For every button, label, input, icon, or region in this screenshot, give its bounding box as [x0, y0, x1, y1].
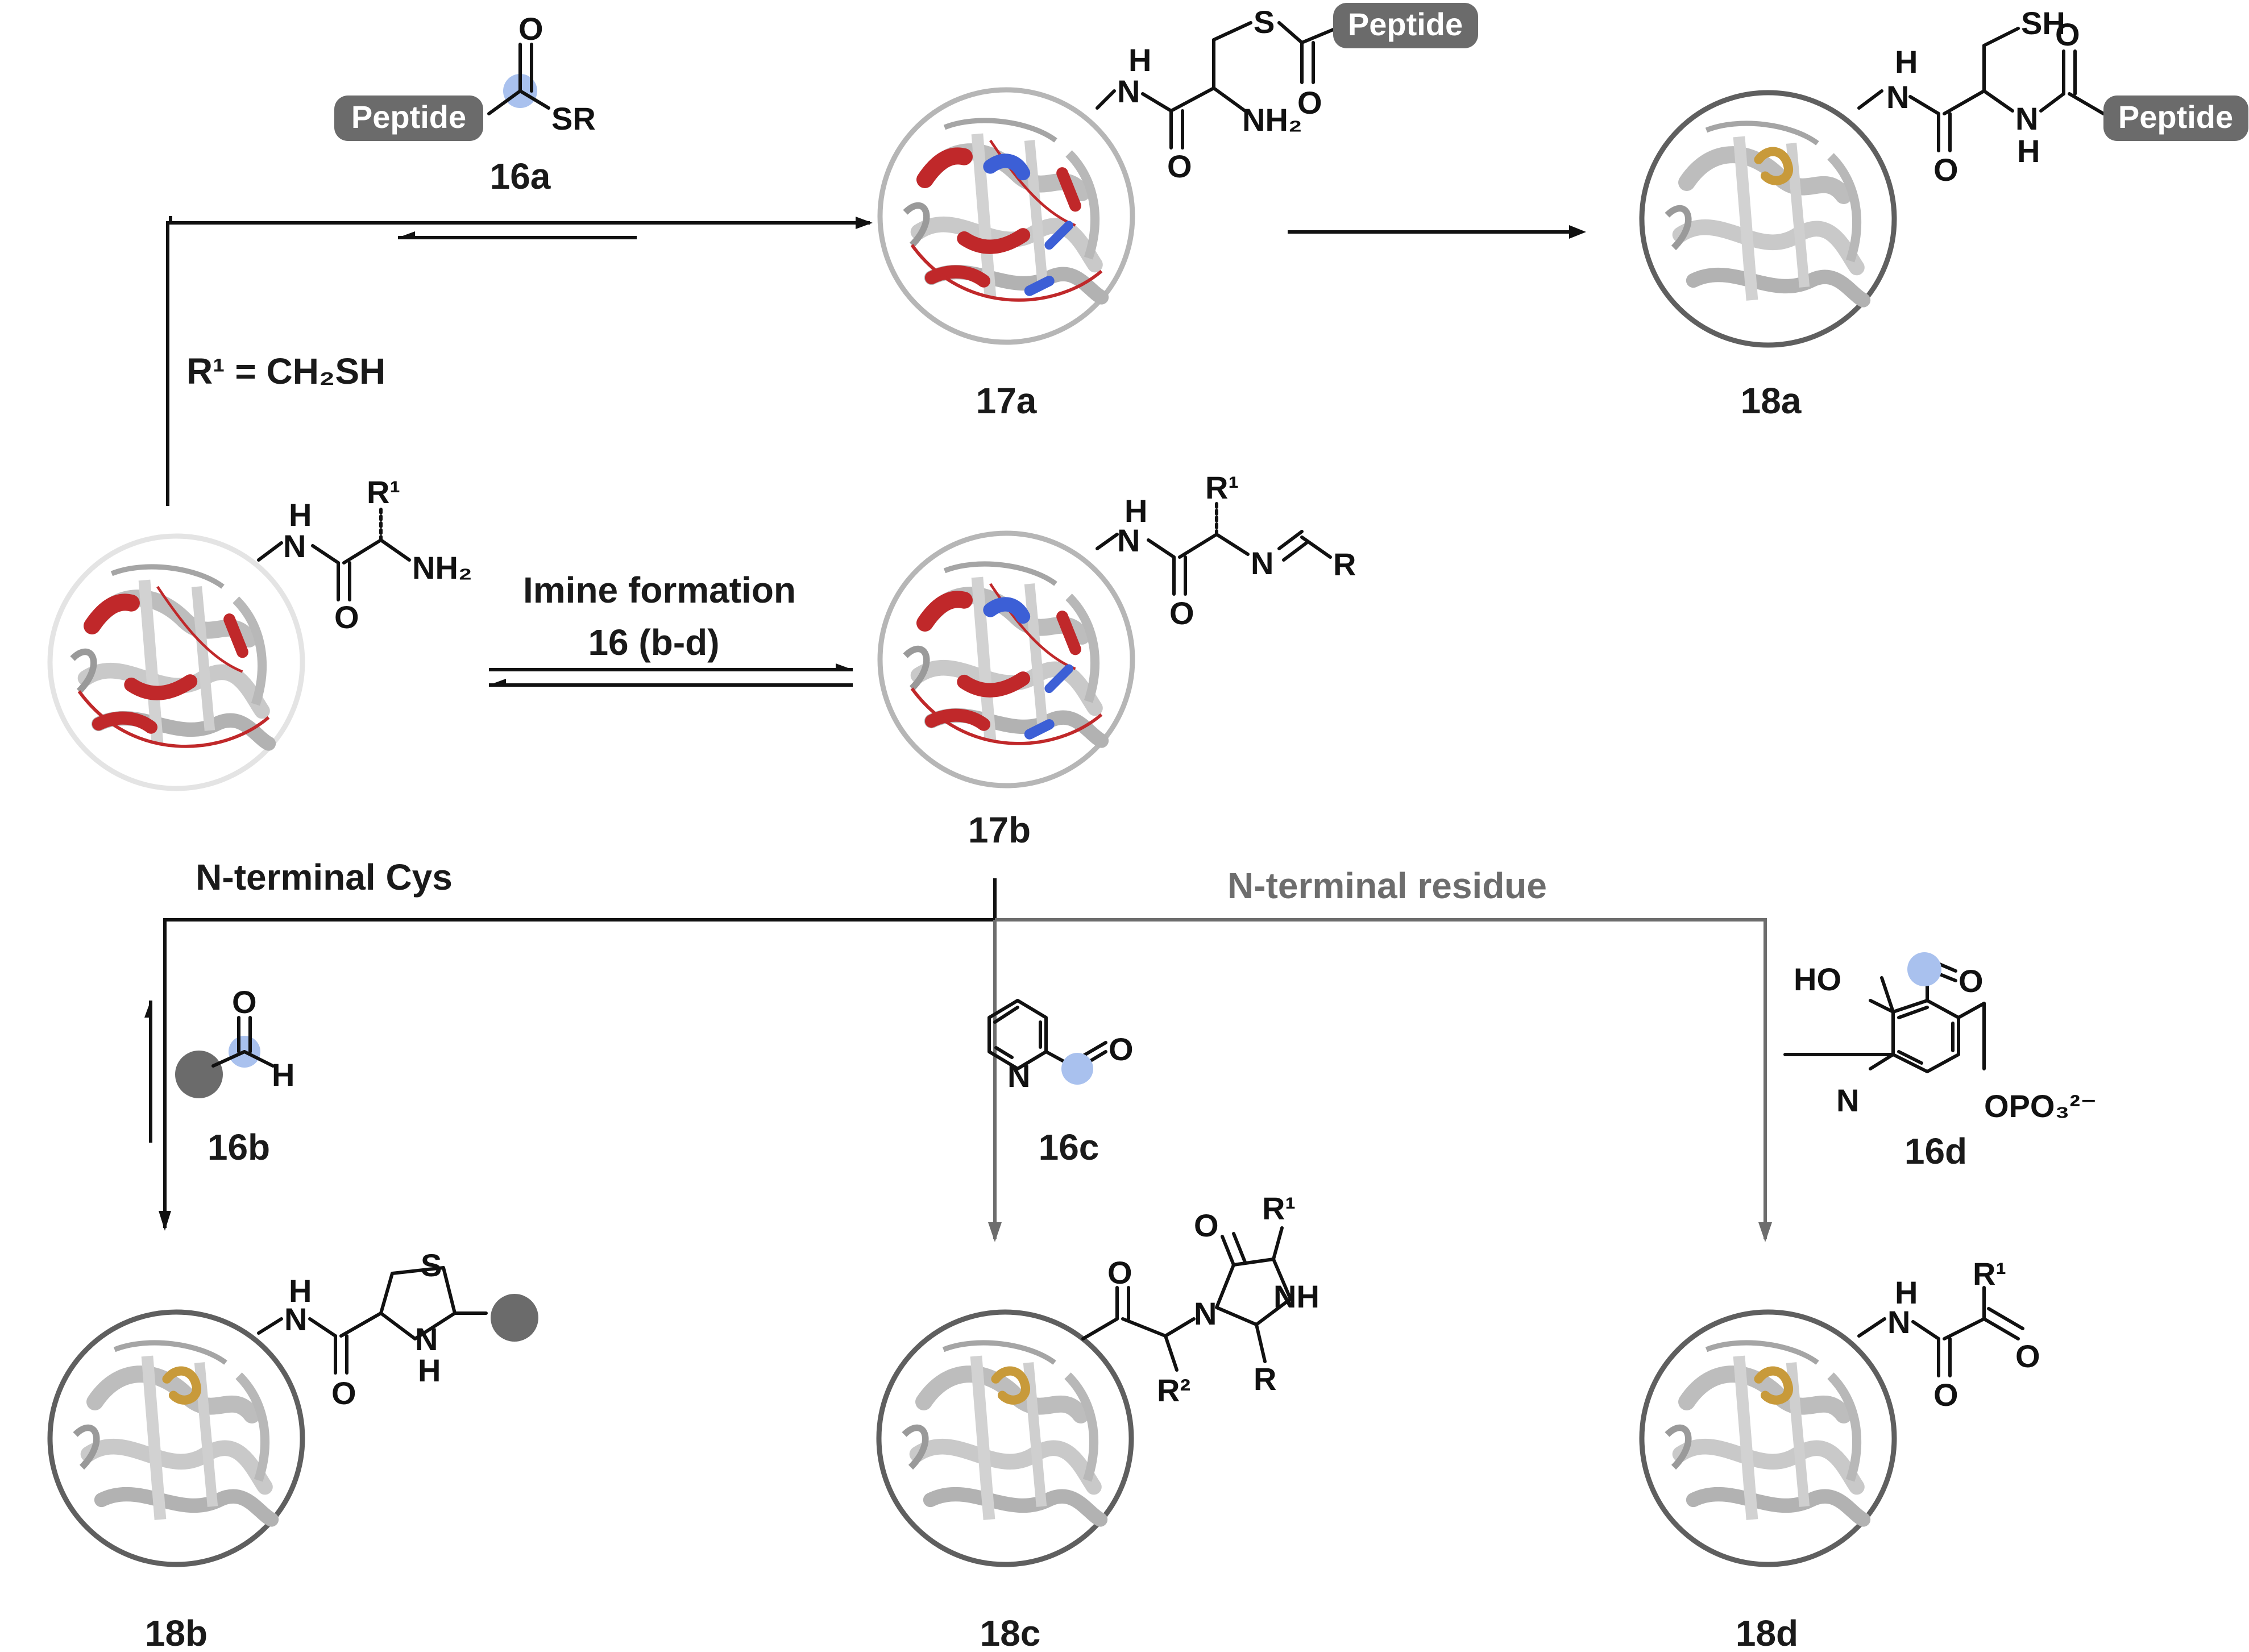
svg-text:N: N [283, 528, 306, 564]
svg-text:SR: SR [551, 101, 596, 136]
protein-17a [877, 87, 1135, 345]
svg-text:R¹: R¹ [1973, 1256, 2006, 1292]
structure-17a: Peptide H N O S O NH₂ [1096, 3, 1478, 184]
svg-text:R¹: R¹ [367, 474, 400, 510]
svg-text:H: H [272, 1057, 294, 1093]
svg-text:R²: R² [1157, 1372, 1190, 1408]
svg-text:N: N [1194, 1296, 1217, 1331]
label-18a: 18a [1741, 380, 1802, 421]
svg-text:R: R [1333, 546, 1356, 582]
svg-text:O: O [334, 599, 359, 635]
svg-text:O: O [1933, 152, 1958, 188]
svg-text:N: N [415, 1321, 438, 1357]
svg-text:N: N [1117, 522, 1140, 558]
svg-text:H: H [1128, 42, 1151, 78]
protein-18a [1639, 90, 1897, 348]
label-16c: 16c [1039, 1127, 1099, 1168]
svg-text:O: O [1109, 1031, 1134, 1067]
structure-start-residue: H N O R¹ NH₂ [257, 474, 472, 635]
structure-18c: O R² N O R¹ NH R [1081, 1190, 1319, 1408]
condition-r1-cys: R¹ = CH₂SH [186, 351, 385, 392]
label-16a: 16a [490, 156, 551, 197]
svg-text:H: H [289, 1273, 312, 1309]
peptide-tag-16a [334, 96, 483, 141]
structure-18a: Peptide H N O SH N H O [1857, 5, 2248, 188]
svg-text:Peptide: Peptide [1348, 6, 1463, 42]
condition-n-terminal-cys: N-terminal Cys [196, 857, 453, 898]
protein-18d [1639, 1309, 1897, 1567]
svg-text:Peptide: Peptide [2118, 99, 2233, 135]
svg-text:H: H [2017, 133, 2040, 169]
structure-18b: H N O S N H [257, 1247, 538, 1411]
condition-n-terminal-residue: N-terminal residue [1227, 865, 1547, 906]
svg-text:N: N [1117, 73, 1140, 109]
label-16d: 16d [1904, 1131, 1967, 1172]
structure-18d: H N O R¹ O [1857, 1256, 2040, 1413]
protein-17b [877, 530, 1135, 788]
svg-text:N: N [2015, 101, 2038, 136]
structure-17b: H N O R¹ N R [1096, 470, 1356, 631]
svg-text:H: H [1895, 44, 1918, 80]
svg-text:R¹: R¹ [1205, 470, 1239, 505]
equilibrium-imine [489, 663, 853, 687]
svg-text:O: O [331, 1375, 356, 1411]
svg-text:NH₂: NH₂ [1242, 102, 1302, 138]
svg-text:S: S [421, 1247, 442, 1283]
label-16b: 16b [208, 1127, 270, 1168]
svg-text:O: O [1933, 1377, 1958, 1413]
svg-text:HO: HO [1794, 961, 1841, 997]
branch-lines [144, 878, 1772, 1242]
svg-text:N: N [1836, 1082, 1859, 1118]
protein-18b [47, 1309, 305, 1567]
peptide-tag-17a [1333, 3, 1478, 48]
svg-text:N: N [1886, 79, 1909, 115]
peptide-tag-18a [2103, 96, 2248, 141]
svg-text:NH: NH [1273, 1279, 1319, 1314]
path-to-17a [166, 216, 873, 506]
svg-text:O: O [1194, 1207, 1219, 1243]
svg-text:O: O [1167, 148, 1192, 184]
svg-text:R: R [1254, 1361, 1276, 1397]
condition-imine-formation: Imine formation [523, 570, 796, 611]
protein-start [47, 533, 305, 791]
svg-text:N: N [1887, 1304, 1910, 1340]
svg-text:SH: SH [2021, 5, 2065, 41]
svg-text:H: H [418, 1352, 441, 1388]
svg-text:O: O [1107, 1255, 1132, 1290]
svg-text:N: N [284, 1301, 307, 1337]
svg-text:O: O [1169, 595, 1194, 631]
svg-text:N: N [1251, 545, 1273, 581]
svg-text:O: O [2015, 1338, 2040, 1374]
label-18b: 18b [145, 1613, 208, 1652]
substituent-dot [175, 1051, 223, 1098]
svg-text:H: H [1895, 1275, 1918, 1310]
structure-16a: Peptide O SR [334, 11, 596, 141]
svg-text:O: O [1958, 963, 1984, 999]
svg-text:N: N [1007, 1058, 1030, 1094]
structure-16b: O H [175, 984, 294, 1098]
svg-text:O: O [1297, 85, 1322, 121]
structure-16c: N O [987, 999, 1134, 1094]
svg-text:OPO₃²⁻: OPO₃²⁻ [1984, 1088, 2097, 1124]
label-18d: 18d [1736, 1613, 1798, 1652]
svg-text:H: H [1124, 493, 1147, 529]
protein-18c [876, 1309, 1134, 1567]
arrow-17a-to-18a [1288, 225, 1586, 239]
svg-text:R¹: R¹ [1262, 1190, 1296, 1226]
condition-imine-reagents: 16 (b-d) [588, 622, 719, 663]
label-18c: 18c [980, 1613, 1041, 1652]
svg-text:S: S [1254, 4, 1275, 40]
svg-text:O: O [518, 11, 543, 47]
svg-text:O: O [232, 984, 257, 1020]
svg-text:Peptide: Peptide [351, 99, 466, 135]
svg-text:O: O [2055, 16, 2080, 52]
svg-text:NH₂: NH₂ [412, 550, 472, 586]
label-17b: 17b [968, 810, 1031, 850]
label-17a: 17a [976, 380, 1037, 421]
substituent-dot-18b [491, 1294, 538, 1342]
structure-16d: HO O N OPO₃²⁻ [1783, 952, 2097, 1124]
svg-text:H: H [289, 497, 312, 533]
